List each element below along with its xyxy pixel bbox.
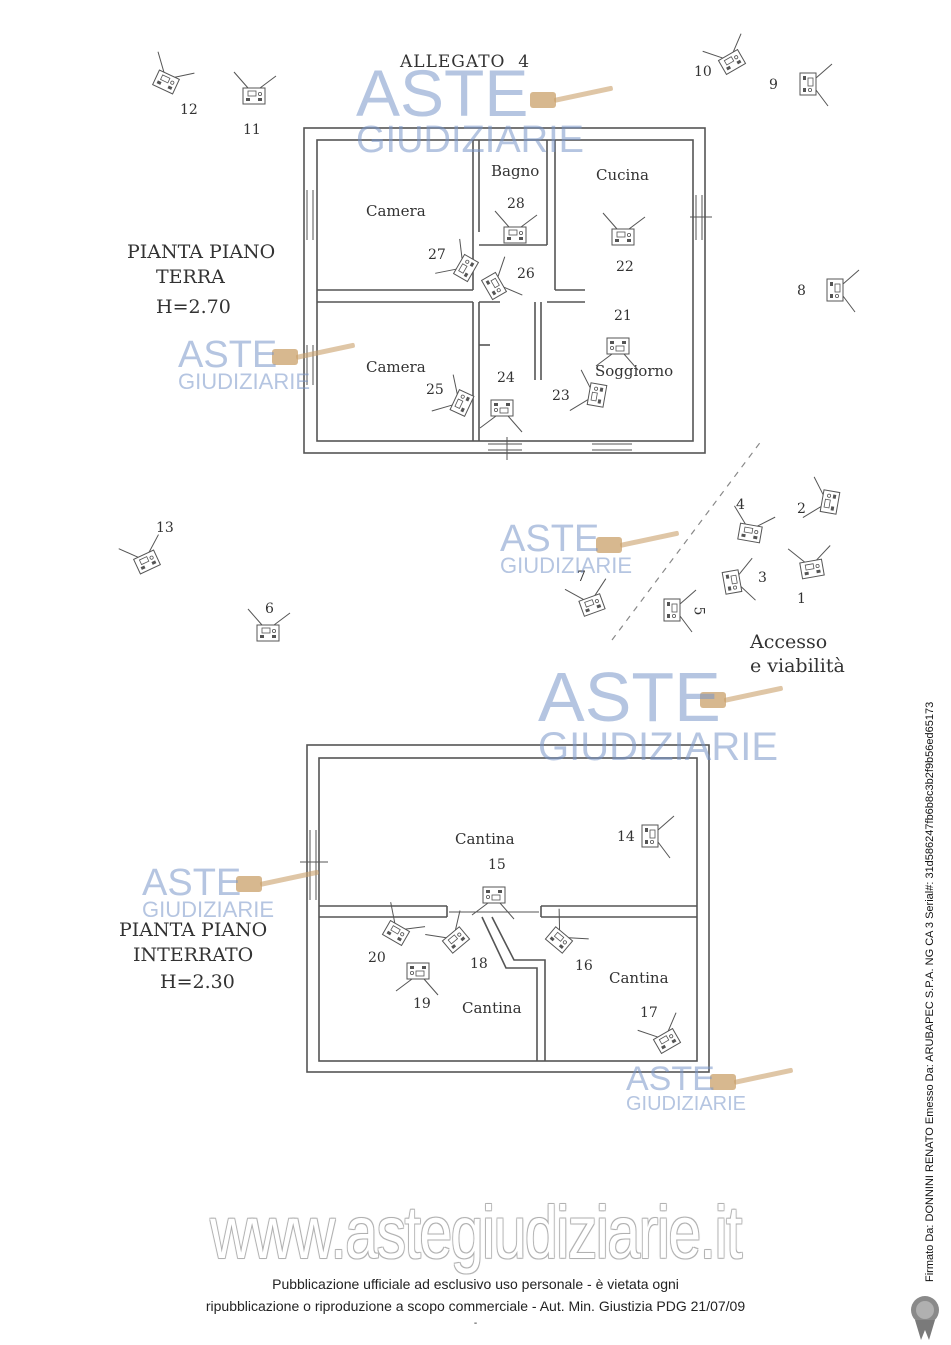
point-19: 19 xyxy=(413,996,431,1012)
site-url: www.astegiudiziarie.it xyxy=(210,1191,742,1274)
point-1: 1 xyxy=(797,591,806,607)
access-path-line xyxy=(611,439,763,641)
point-7: 7 xyxy=(577,569,586,585)
footer-line-2: ripubblicazione o riproduzione a scopo c… xyxy=(205,1298,746,1314)
point-6: 6 xyxy=(265,601,274,617)
point-21: 21 xyxy=(614,308,632,324)
ground-floor-label-2: TERRA xyxy=(156,266,225,288)
digital-signature: Firmato Da: DONNINI RENATO Emesso Da: AR… xyxy=(924,701,936,1282)
point-11: 11 xyxy=(243,122,261,138)
room-camera-1: Camera xyxy=(366,202,426,220)
point-9: 9 xyxy=(769,77,778,93)
point-26: 26 xyxy=(517,266,535,282)
footer-line-1: Pubblicazione ufficiale ad esclusivo uso… xyxy=(272,1276,679,1292)
page-title: ALLEGATO 4 xyxy=(400,52,531,72)
point-20: 20 xyxy=(368,950,386,966)
point-10: 10 xyxy=(694,64,712,80)
watermark-3: ASTE GIUDIZIARIE xyxy=(500,518,633,579)
point-24: 24 xyxy=(497,370,515,386)
room-cantina-3: Cantina xyxy=(609,969,669,987)
access-label-1: Accesso xyxy=(750,631,828,653)
point-8: 8 xyxy=(797,283,806,299)
point-23: 23 xyxy=(552,388,570,404)
point-12: 12 xyxy=(180,102,198,118)
basement-walls xyxy=(306,744,710,1073)
point-27: 27 xyxy=(428,247,446,263)
room-bagno: Bagno xyxy=(491,162,540,180)
point-14: 14 xyxy=(617,829,635,845)
footer-dash: - xyxy=(473,1318,478,1329)
point-17: 17 xyxy=(640,1005,658,1021)
basement-label-1: PIANTA PIANO xyxy=(119,919,268,941)
room-cantina-1: Cantina xyxy=(455,830,515,848)
watermark-1: ASTE GIUDIZIARIE xyxy=(356,56,585,162)
basement-label-2: INTERRATO xyxy=(133,944,254,966)
watermark-2: ASTE GIUDIZIARIE xyxy=(178,334,311,395)
point-5: 5 xyxy=(690,606,707,616)
watermark-4: ASTE GIUDIZIARIE xyxy=(538,658,779,769)
watermark-6: ASTE GIUDIZIARIE xyxy=(626,1060,747,1115)
point-22: 22 xyxy=(616,259,634,275)
point-18: 18 xyxy=(470,956,488,972)
seal-icon xyxy=(911,1296,939,1340)
ground-floor-walls xyxy=(303,127,706,454)
watermark-5: ASTE GIUDIZIARIE xyxy=(142,862,275,923)
point-15: 15 xyxy=(488,857,506,873)
point-16: 16 xyxy=(575,958,593,974)
point-2: 2 xyxy=(797,501,806,517)
room-camera-2: Camera xyxy=(366,358,426,376)
basement-label-3: H=2.30 xyxy=(160,971,235,993)
point-4: 4 xyxy=(736,497,745,513)
ground-floor-label-3: H=2.70 xyxy=(156,296,231,318)
room-soggiorno: Soggiorno xyxy=(595,362,674,380)
point-13: 13 xyxy=(156,520,174,536)
point-25: 25 xyxy=(426,382,444,398)
room-cucina: Cucina xyxy=(596,166,649,184)
room-cantina-2: Cantina xyxy=(462,999,522,1017)
ground-floor-label-1: PIANTA PIANO xyxy=(127,241,276,263)
point-28: 28 xyxy=(507,196,525,212)
point-3: 3 xyxy=(758,570,767,586)
access-label-2: e viabilità xyxy=(750,655,845,677)
